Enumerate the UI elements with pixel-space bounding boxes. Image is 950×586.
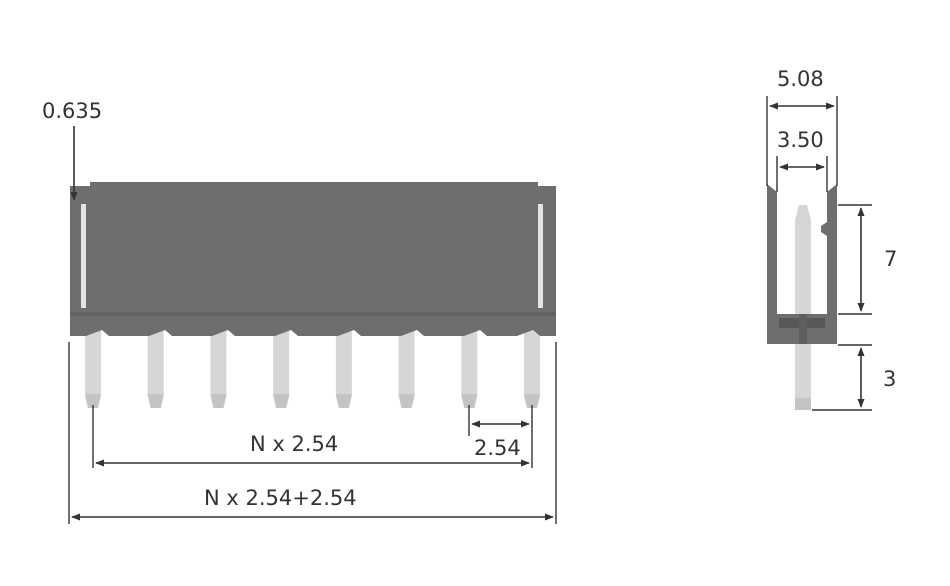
front-pin-tip (147, 394, 164, 408)
front-pin-tip (85, 394, 101, 408)
left-end-slot (81, 204, 86, 308)
front-pin (273, 330, 290, 408)
front-pin-tip (461, 394, 478, 408)
front-pin (461, 330, 478, 408)
front-pin-tip (210, 394, 227, 408)
side-right-wall (821, 184, 837, 344)
front-pin-tip (524, 394, 540, 408)
front-pin (210, 330, 227, 408)
pitch-label: 2.54 (474, 436, 521, 460)
edge-offset-label: 0.635 (42, 99, 102, 123)
side-view: 5.08 3.50 7 3 (766, 67, 897, 411)
front-pin-tip (273, 394, 290, 408)
front-pin-tip (398, 394, 415, 408)
front-pin (85, 330, 101, 408)
front-housing (70, 182, 556, 336)
front-pin (335, 330, 352, 408)
front-pin (147, 330, 164, 408)
side-left-wall (767, 184, 777, 344)
front-pins (85, 330, 540, 408)
side-pin (795, 205, 811, 410)
front-housing-band (70, 312, 556, 316)
body-height-label: 7 (884, 247, 897, 271)
right-end-slot (538, 204, 543, 308)
side-pin-tip-bottom (795, 398, 811, 410)
front-pin (524, 330, 540, 408)
front-pin-tip (335, 394, 352, 408)
pin-length-label: 3 (883, 367, 896, 391)
front-view: 0.635 2.54 N x 2.54 N x 2.54+2.54 (42, 99, 557, 524)
pin-span-label: N x 2.54 (250, 432, 338, 456)
overall-length-label: N x 2.54+2.54 (204, 486, 357, 510)
inner-width-label: 3.50 (777, 128, 824, 152)
outer-width-label: 5.08 (777, 67, 824, 91)
front-pin (398, 330, 415, 408)
side-pin-core (799, 314, 807, 344)
